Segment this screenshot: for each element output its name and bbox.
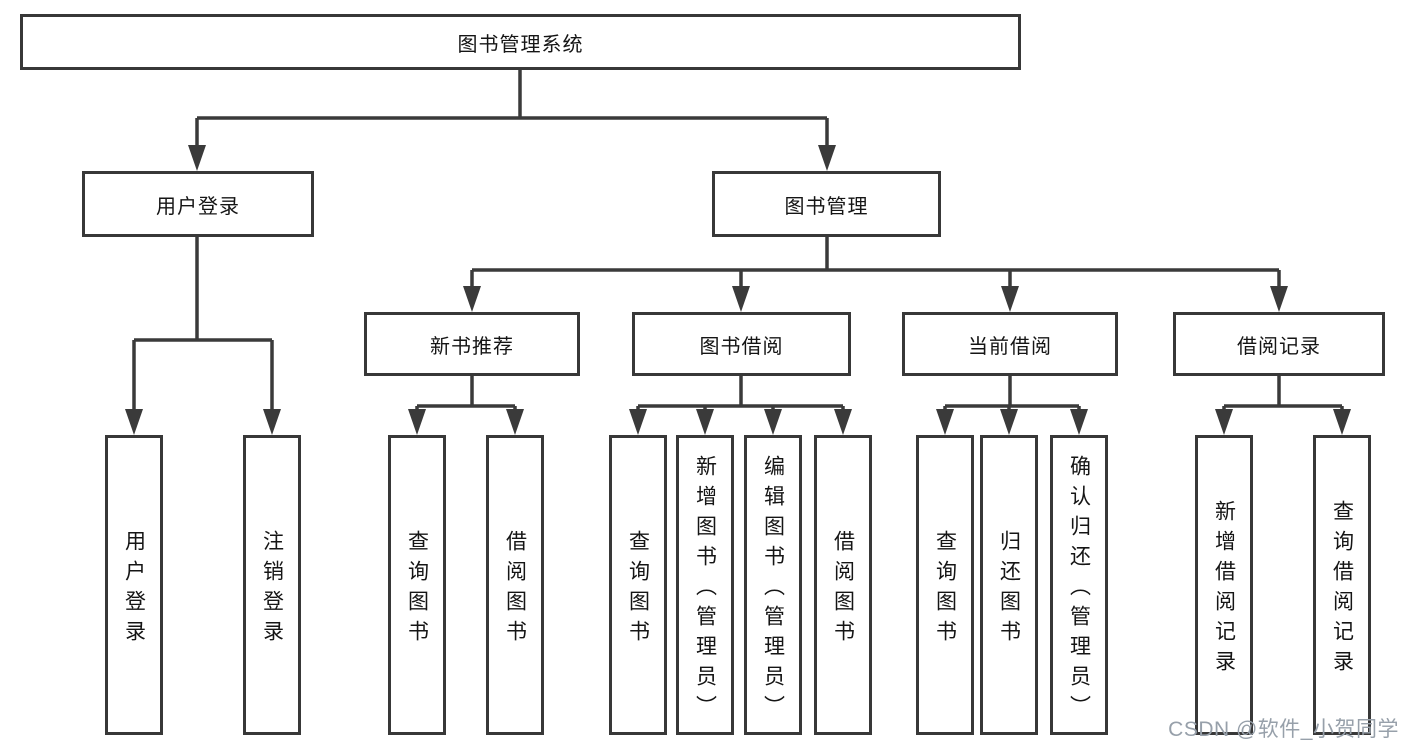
branch-node-user-login: 用户登录	[82, 171, 314, 237]
leaf-node-logout: 注销登录	[243, 435, 301, 735]
branch-node-book-management: 图书管理	[712, 171, 941, 237]
leaf-node-add-book-admin: 新增图书（管理员）	[676, 435, 734, 735]
group-node-new-book-recommend: 新书推荐	[364, 312, 580, 376]
leaf-node-query-books-borrow: 查询图书	[609, 435, 667, 735]
leaf-node-return-books: 归还图书	[980, 435, 1038, 735]
leaf-node-edit-book-admin: 编辑图书（管理员）	[744, 435, 802, 735]
leaf-node-query-books-recommend: 查询图书	[388, 435, 446, 735]
group-node-borrow-record: 借阅记录	[1173, 312, 1385, 376]
leaf-node-add-borrow-record: 新增借阅记录	[1195, 435, 1253, 735]
leaf-node-confirm-return-admin: 确认归还（管理员）	[1050, 435, 1108, 735]
leaf-node-query-books-current: 查询图书	[916, 435, 974, 735]
leaf-node-user-login: 用户登录	[105, 435, 163, 735]
group-node-current-borrow: 当前借阅	[902, 312, 1118, 376]
leaf-node-query-borrow-record: 查询借阅记录	[1313, 435, 1371, 735]
group-node-book-borrow: 图书借阅	[632, 312, 851, 376]
arrowheads	[125, 145, 1351, 435]
csdn-watermark: CSDN @软件_小贺同学	[1168, 718, 1399, 741]
root-node-system: 图书管理系统	[20, 14, 1021, 70]
leaf-node-borrow-books-recommend: 借阅图书	[486, 435, 544, 735]
leaf-node-borrow-books: 借阅图书	[814, 435, 872, 735]
